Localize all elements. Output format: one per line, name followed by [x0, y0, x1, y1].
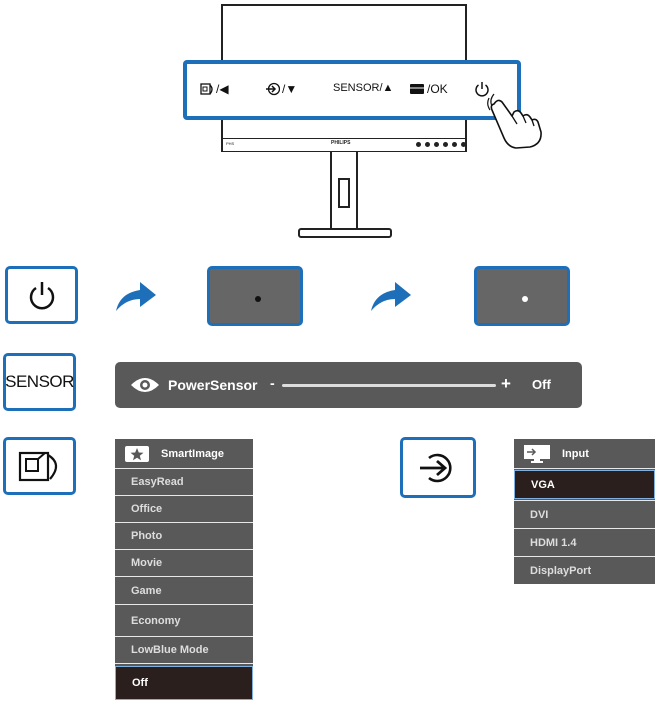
monitor-buttons — [416, 142, 466, 147]
input-key-box[interactable] — [400, 437, 476, 498]
sensor-key-label: SENSOR — [5, 372, 74, 391]
powersensor-plus[interactable]: + — [501, 374, 511, 393]
curved-arrow-icon — [371, 282, 411, 311]
power-icon — [29, 282, 54, 310]
smartimage-item-easyread[interactable]: EasyRead — [131, 476, 184, 488]
input-icon — [266, 82, 280, 96]
smartimage-icon — [18, 451, 57, 482]
power-key-box[interactable] — [5, 266, 78, 324]
powersensor-value: Off — [532, 377, 551, 392]
smartimage-item-economy[interactable]: Economy — [131, 614, 181, 627]
curved-arrow-icon — [116, 282, 156, 311]
screen-off-led-box — [207, 266, 303, 326]
menu-ok-button[interactable]: /OK — [409, 82, 448, 96]
smartimage-icon — [200, 83, 213, 95]
eye-icon — [131, 378, 159, 392]
smartimage-item-off[interactable]: Off — [115, 666, 253, 700]
monitor-stand-base — [298, 228, 392, 238]
smartimage-item-office[interactable]: Office — [131, 503, 163, 515]
input-down-button[interactable]: /▼ — [266, 82, 297, 96]
menu-ok-label: /OK — [427, 82, 448, 96]
smartimage-item-lowblue[interactable]: LowBlue Mode — [131, 644, 209, 656]
sensor-key-box[interactable]: SENSOR — [3, 353, 76, 411]
monitor-stand-slot — [338, 178, 350, 208]
smartimage-menu-header: SmartImage — [115, 439, 253, 468]
smartimage-item-movie[interactable]: Movie — [131, 557, 163, 569]
input-item-dvi[interactable]: DVI — [530, 508, 549, 521]
smartimage-menu-title: SmartImage — [161, 447, 224, 460]
input-item-hdmi[interactable]: HDMI 1.4 — [530, 536, 577, 549]
powersensor-title: PowerSensor — [168, 377, 258, 393]
power-led-on — [522, 296, 528, 302]
input-menu: Input VGA DVI HDMI 1.4 DisplayPort — [514, 439, 655, 584]
sensor-up-label: SENSOR/▲ — [333, 82, 394, 94]
smartimage-item-game[interactable]: Game — [131, 584, 162, 597]
powersensor-slider-track[interactable] — [282, 384, 496, 387]
monitor-bezel — [223, 138, 465, 151]
smartimage-left-label: /◀ — [216, 82, 229, 96]
power-button[interactable] — [474, 81, 490, 102]
button-bar-callout — [183, 60, 521, 120]
screen-on-led-box — [474, 266, 570, 326]
input-icon — [420, 453, 452, 482]
star-icon — [125, 445, 149, 462]
input-menu-title: Input — [562, 447, 589, 460]
monitor-brand-logo: PHILIPS — [331, 140, 351, 146]
input-item-vga[interactable]: VGA — [514, 470, 655, 499]
input-item-displayport[interactable]: DisplayPort — [530, 564, 592, 577]
power-led-off — [255, 296, 261, 302]
input-down-label: /▼ — [282, 82, 298, 96]
smartimage-item-photo[interactable]: Photo — [131, 530, 163, 542]
monitor-input-icon — [524, 444, 550, 463]
menu-icon — [410, 84, 424, 94]
sensor-up-button[interactable]: SENSOR/▲ — [333, 82, 393, 94]
smartimage-menu: SmartImage EasyRead Office Photo Movie G… — [115, 439, 253, 700]
power-icon — [475, 82, 489, 97]
powersensor-minus[interactable]: - — [270, 375, 275, 391]
input-menu-header: Input — [514, 439, 655, 468]
smartimage-key-box[interactable] — [3, 437, 76, 495]
smartimage-left-button[interactable]: /◀ — [200, 82, 229, 96]
monitor-corner-label: PHS — [226, 141, 235, 146]
hand-icon — [487, 93, 542, 149]
